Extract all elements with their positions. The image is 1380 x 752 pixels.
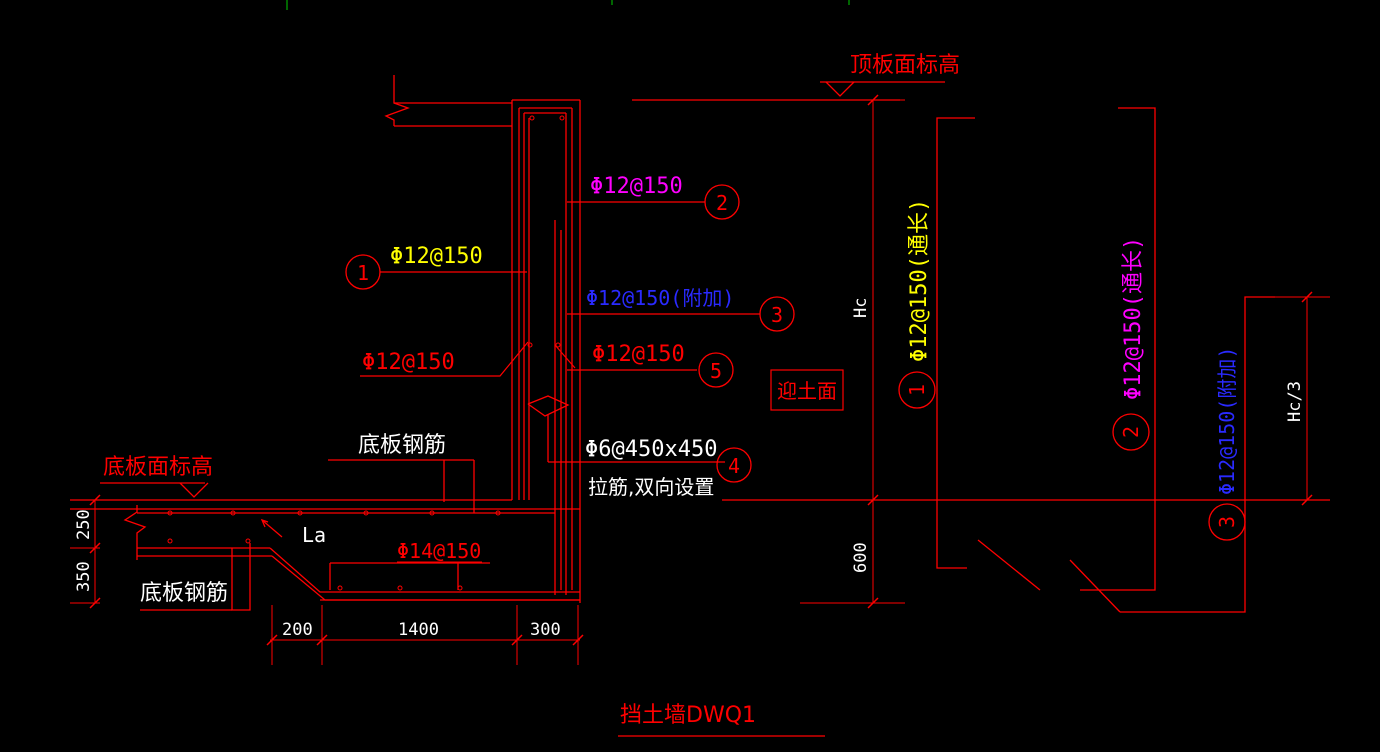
dim-600: 600 [851, 542, 871, 573]
section-callout-circles [345, 184, 795, 483]
tie-bars-note: 拉筋,双向设置 [588, 475, 714, 499]
rebar-label-3: Φ12@150(附加) [586, 286, 734, 310]
elev-rebar-label-1: Φ12@150(通长) [907, 199, 932, 362]
callout-3-number: 3 [771, 303, 783, 327]
rebar-label-5: Φ12@150 [592, 342, 685, 367]
dim-hc: Hc [851, 298, 871, 318]
anchorage-label: La [302, 523, 326, 547]
callout-circle-4 [716, 447, 752, 483]
dim-300: 300 [530, 620, 561, 640]
elev-callout-circle-3 [1208, 503, 1246, 541]
callout-circle-1 [345, 254, 381, 290]
rebar-label-2: Φ12@150 [590, 174, 683, 199]
dim-200: 200 [282, 620, 313, 640]
section-callout-numbers: 1 2 3 4 5 [357, 191, 783, 478]
elev-callout-1-number: 1 [905, 384, 929, 396]
top-ticks [286, 0, 850, 10]
bottom-rebar-label-upper: 底板钢筋 [358, 433, 446, 458]
wall-section-outline [70, 75, 945, 611]
elevation-rebar-lines [722, 107, 1330, 613]
callout-5-number: 5 [710, 359, 722, 383]
rebar-dots [167, 115, 565, 591]
dimension-lines [70, 99, 1330, 665]
drawing-title: 挡土墙DWQ1 [620, 703, 756, 728]
callout-2-number: 2 [716, 191, 728, 215]
callout-circle-2 [704, 184, 740, 220]
elev-callout-3-number: 3 [1215, 516, 1239, 528]
rebar-label-4: Φ6@450x450 [585, 437, 717, 462]
dim-1400: 1400 [398, 620, 439, 640]
rebar-label-left: Φ12@150 [362, 350, 455, 375]
elev-rebar-label-3: Φ12@150(附加) [1215, 347, 1239, 495]
elevation-callout-numbers: 1 2 3 [905, 384, 1239, 528]
dim-hc3: Hc/3 [1285, 381, 1305, 422]
bottom-rebar-label-lower: 底板钢筋 [140, 581, 228, 606]
soil-face-label: 迎土面 [777, 379, 837, 403]
callout-circle-3 [759, 296, 795, 332]
callout-circle-5 [698, 352, 734, 388]
rebar-label-slab: Φ14@150 [397, 539, 481, 563]
elev-callout-2-number: 2 [1119, 426, 1143, 438]
bottom-slab-elevation-label: 底板面标高 [103, 455, 213, 480]
elev-callout-circle-2 [1112, 413, 1150, 451]
callout-4-number: 4 [728, 454, 740, 478]
rebar-label-1: Φ12@150 [390, 244, 483, 269]
dim-250: 250 [74, 509, 94, 540]
dimension-texts: 250 350 200 1400 300 600 Hc Hc/3 [74, 298, 1305, 640]
callout-leaders [360, 201, 760, 377]
dim-350: 350 [74, 561, 94, 592]
elev-rebar-label-2: Φ12@150(通长) [1121, 237, 1146, 400]
elev-callout-circle-1 [898, 371, 936, 409]
top-slab-elevation-label: 顶板面标高 [850, 53, 960, 78]
callout-1-number: 1 [357, 261, 369, 285]
elevation-callout-circles [898, 371, 1246, 541]
soil-face-box [770, 369, 844, 411]
